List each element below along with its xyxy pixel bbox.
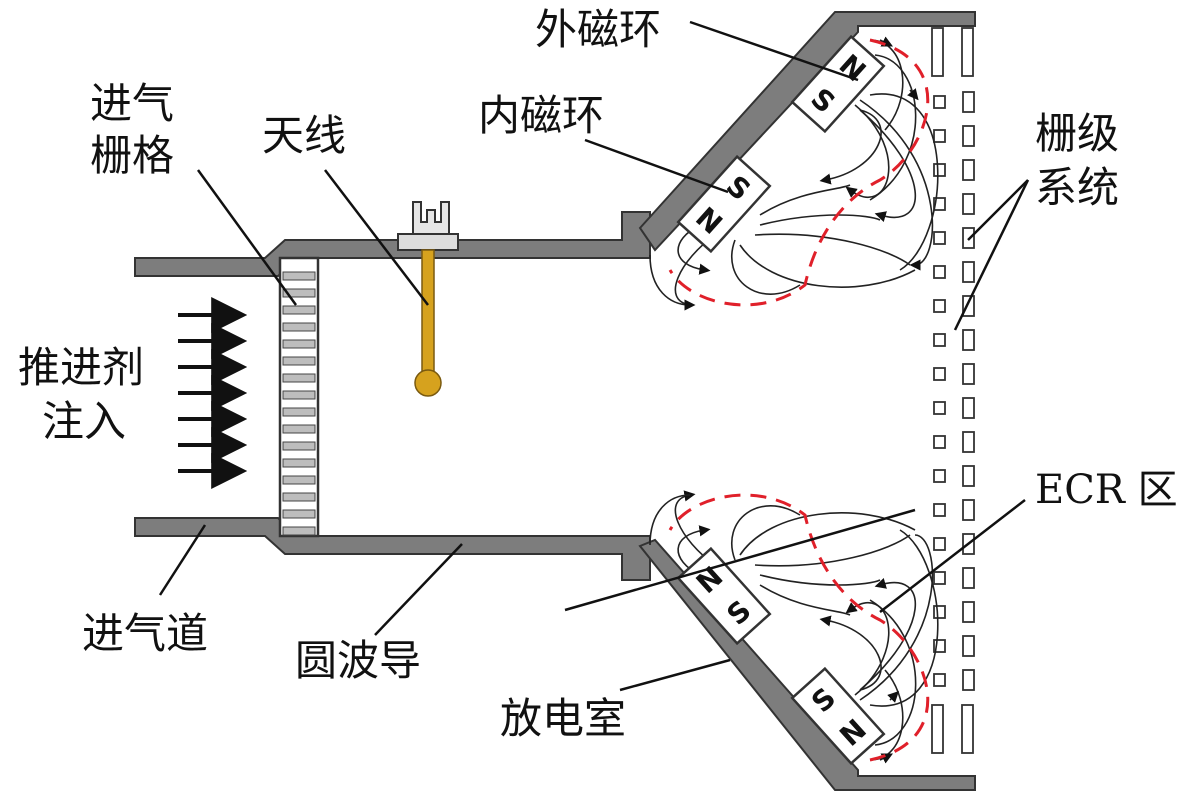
label-ecr-zone: ECR 区 [1035,467,1178,513]
label-inlet-grid-2: 栅格 [90,131,174,180]
label-inlet-grid-1: 进气 [90,79,174,128]
inlet-grid-bar [282,475,316,485]
grid-aperture [933,367,946,381]
inlet-grid [278,256,320,538]
grid-aperture [962,635,975,657]
grid-aperture [933,231,946,245]
leader-outer-magnet [689,20,859,82]
inlet-grid-bar [282,424,316,434]
grid-aperture [933,265,946,279]
inlet-grid-bar [282,441,316,451]
label-propellant-1: 推进剂 [18,343,144,392]
propellant-flow-arrows [178,297,248,489]
grid-aperture [962,363,975,385]
inlet-grid-bar [282,407,316,417]
leader-grid-system-1 [967,179,1029,241]
grid-aperture [962,329,975,351]
antenna-connector [397,233,459,251]
antenna-tip [414,369,442,397]
inlet-grid-bar [282,526,316,536]
antenna-assembly [397,201,459,397]
grid-aperture [962,499,975,521]
grid-aperture [933,197,946,211]
leader-antenna [324,169,429,306]
leader-lines [158,20,1030,692]
ecr-zone-upper [668,38,930,307]
label-inlet-duct: 进气道 [82,609,208,658]
grid-aperture [933,571,946,585]
leader-discharge-chamber [619,658,731,692]
leader-ecr-2 [564,508,916,612]
inlet-grid-bar [282,373,316,383]
grid-aperture [962,295,975,317]
grid-aperture [962,125,975,147]
leader-inlet-grid [196,169,298,306]
lower-wall [134,517,651,581]
inlet-grid-bar [282,339,316,349]
label-grid-system-1: 栅级 [1035,109,1119,158]
grid-aperture [962,567,975,589]
label-discharge-chamber: 放电室 [500,694,626,743]
grid-aperture [933,333,946,347]
grid-aperture [961,27,974,77]
grid-aperture [961,704,974,754]
grid-aperture [931,27,944,77]
grid-system [931,27,975,754]
grid-aperture [931,704,944,754]
grid-aperture [962,261,975,283]
inlet-grid-bar [282,322,316,332]
grid-aperture [933,469,946,483]
leader-ecr-1 [879,499,1026,613]
inlet-grid-bar [282,288,316,298]
inlet-grid-bar [282,271,316,281]
grid-aperture [962,465,975,487]
leader-waveguide [374,543,463,636]
grid-aperture [933,537,946,551]
inlet-grid-bar [282,509,316,519]
grid-aperture [933,95,946,109]
inlet-grid-bar [282,305,316,315]
inlet-grid-bar [282,390,316,400]
grid-aperture [962,159,975,181]
grid-aperture [962,193,975,215]
grid-aperture [933,605,946,619]
grid-aperture [962,431,975,453]
leader-inner-magnet [584,138,729,194]
grid-aperture [962,669,975,691]
inner-magnet-upper: N S [676,154,772,254]
label-grid-system-2: 系统 [1035,163,1119,212]
grid-aperture [933,673,946,687]
grid-aperture [933,639,946,653]
grid-aperture [962,397,975,419]
outer-magnet-lower: S N [790,666,886,766]
grid-aperture [962,91,975,113]
grid-aperture [933,503,946,517]
antenna-rod [421,249,435,379]
leader-grid-system-2 [953,179,1030,331]
grid-aperture [933,163,946,177]
label-circular-waveguide: 圆波导 [295,636,421,685]
grid-aperture [962,601,975,623]
inlet-grid-bar [282,492,316,502]
ecr-zone-lower [668,493,930,762]
labels: 外磁环 内磁环 进气 栅格 天线 栅级 系统 推进剂 注入 ECR 区 进气道 … [18,5,1178,743]
label-inner-magnet-ring: 内磁环 [478,91,604,140]
grid-aperture [933,129,946,143]
label-outer-magnet-ring: 外磁环 [535,5,661,54]
label-antenna: 天线 [262,111,346,160]
inlet-grid-bar [282,356,316,366]
grid-aperture [933,401,946,415]
upper-wall [134,211,651,277]
grid-aperture [933,299,946,313]
outer-magnet-upper: S N [790,34,886,134]
label-propellant-2: 注入 [42,397,126,446]
leader-inlet-duct [158,524,207,596]
grid-aperture [933,435,946,449]
inlet-grid-bar [282,458,316,468]
